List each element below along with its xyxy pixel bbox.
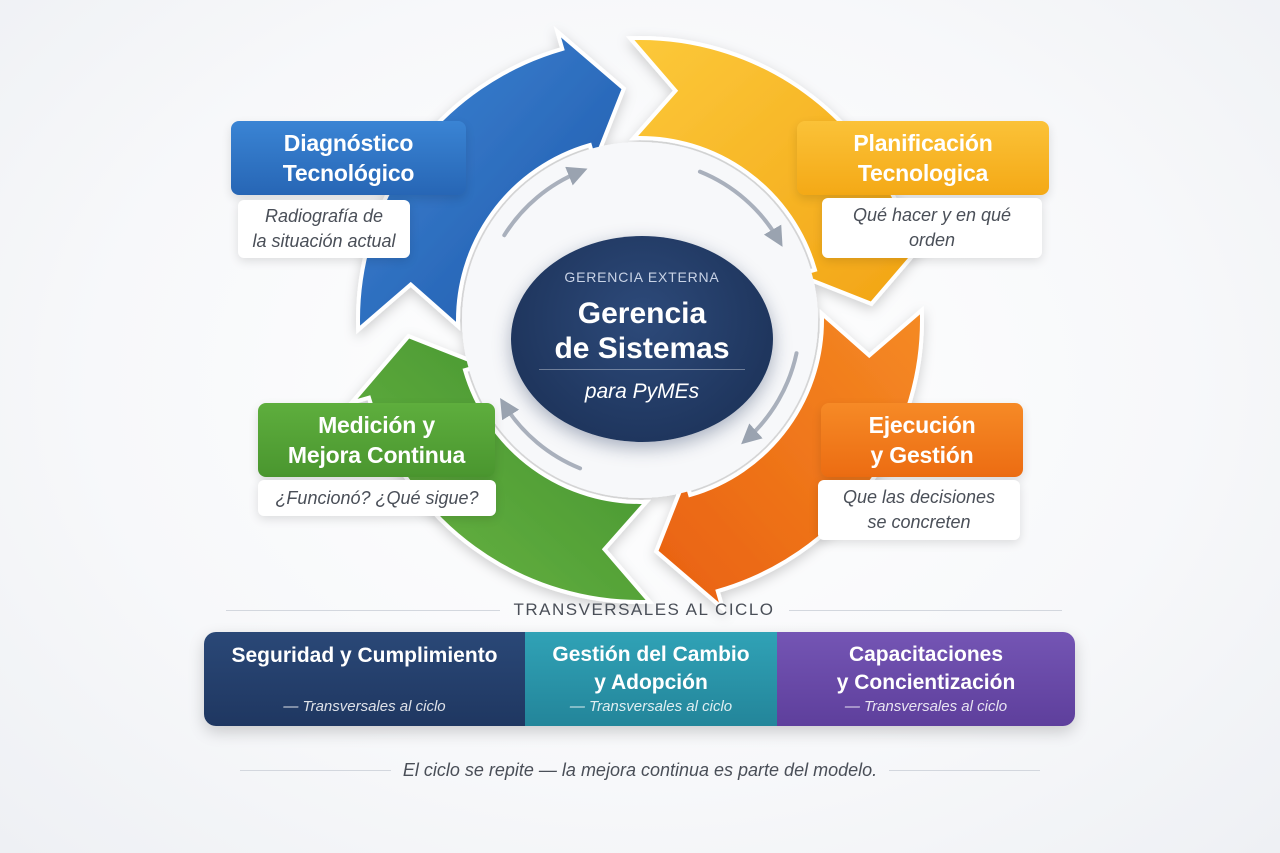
divider-left xyxy=(226,609,500,611)
divider-right xyxy=(788,609,1063,611)
transversal-note: — Transversales al ciclo xyxy=(283,698,446,715)
transversal-label-line2: y Adopción xyxy=(594,671,708,694)
stage-desc-line2: la situación actual xyxy=(252,231,396,251)
transversal-note: — Transversales al ciclo xyxy=(844,698,1008,715)
arrow-icon xyxy=(500,398,583,471)
transversal-label: Gestión del Cambio y Adopción xyxy=(525,641,777,697)
stage-title-line1: Planificación xyxy=(853,130,993,156)
transversal-note: — Transversales al ciclo xyxy=(569,698,733,715)
stage-desc-diagnostico: Radiografía de la situación actual xyxy=(238,200,410,258)
footer-text: El ciclo se repite — la mejora continua … xyxy=(402,759,878,780)
footer-divider-right xyxy=(889,769,1040,771)
stage-desc-line1: Radiografía de xyxy=(264,206,384,226)
stage-title-line1: Ejecución xyxy=(868,412,976,438)
arrow-icon xyxy=(741,351,799,445)
stage-desc-planificacion: Qué hacer y en qué orden xyxy=(822,198,1042,258)
center-title-line2: de Sistemas xyxy=(554,332,730,365)
stage-title-line2: Mejora Continua xyxy=(287,442,466,468)
center-divider xyxy=(539,369,745,370)
transversal-label: Seguridad y Cumplimiento xyxy=(204,642,525,670)
transversal-label-line1: Seguridad y Cumplimiento xyxy=(231,644,498,667)
transversal-label-line1: Gestión del Cambio xyxy=(552,643,750,666)
stage-desc-line1: Que las decisiones xyxy=(842,487,996,507)
transversal-seguridad: Seguridad y Cumplimiento — Transversales… xyxy=(204,632,525,726)
center-subtitle: para PyMEs xyxy=(584,380,700,403)
stage-desc-line1: Qué hacer y en qué xyxy=(852,205,1012,225)
center-title: Gerencia de Sistemas xyxy=(511,296,773,366)
stage-title-line2: Tecnologica xyxy=(857,160,989,186)
stage-title-line1: Medición y xyxy=(318,412,435,438)
transversal-label: Capacitaciones y Concientización xyxy=(777,641,1075,697)
transversal-header: TRANSVERSALES AL CICLO xyxy=(226,598,1063,622)
stage-desc-ejecucion: Que las decisiones se concreten xyxy=(818,480,1020,540)
arrow-icon xyxy=(502,166,588,238)
transversal-cambio: Gestión del Cambio y Adopción — Transver… xyxy=(525,632,777,726)
stage-title-line2: y Gestión xyxy=(870,442,974,468)
stage-desc-medicion: ¿Funcionó? ¿Qué sigue? xyxy=(258,480,496,516)
stage-desc-line2: se concreten xyxy=(867,512,971,532)
stage-title-medicion: Medición y Mejora Continua xyxy=(258,403,495,477)
transversal-bar: Seguridad y Cumplimiento — Transversales… xyxy=(204,632,1075,726)
arrow-icon xyxy=(697,169,783,247)
stage-title-ejecucion: Ejecución y Gestión xyxy=(821,403,1023,477)
stage-title-line1: Diagnóstico xyxy=(283,130,414,156)
transversal-title: TRANSVERSALES AL CICLO xyxy=(513,600,775,619)
stage-title-line2: Tecnológico xyxy=(282,160,415,186)
transversal-label-line2: y Concientización xyxy=(836,671,1016,694)
footer: El ciclo se repite — la mejora continua … xyxy=(240,758,1040,782)
transversal-label-line1: Capacitaciones xyxy=(848,643,1004,666)
stage-title-planificacion: Planificación Tecnologica xyxy=(797,121,1049,195)
center-circle: GERENCIA EXTERNA Gerencia de Sistemas pa… xyxy=(511,236,773,442)
stage-desc-line2: orden xyxy=(908,230,956,250)
center-title-line1: Gerencia xyxy=(577,297,707,330)
footer-divider-left xyxy=(240,769,391,771)
ring-segment-medicion xyxy=(345,333,655,604)
center-kicker: GERENCIA EXTERNA xyxy=(564,269,720,285)
stage-title-diagnostico: Diagnóstico Tecnológico xyxy=(231,121,466,195)
stage-desc-line1: ¿Funcionó? ¿Qué sigue? xyxy=(275,487,479,508)
transversal-capacitaciones: Capacitaciones y Concientización — Trans… xyxy=(777,632,1075,726)
